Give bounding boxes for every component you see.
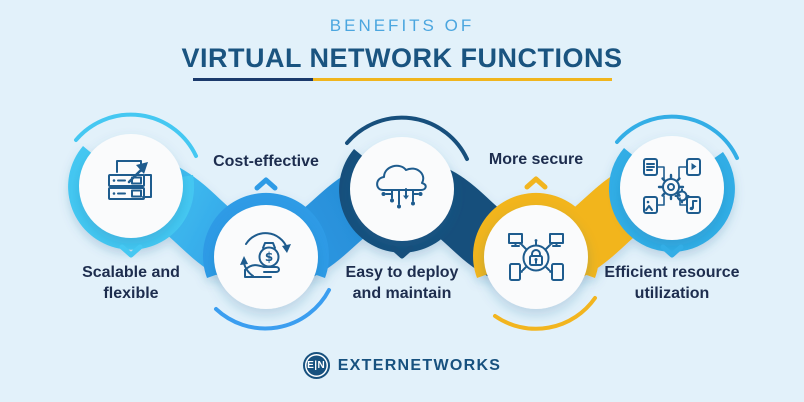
benefit-label-deploy: Easy to deploy and maintain (292, 262, 512, 304)
logo-wordmark: EXTERNETWORKS (337, 356, 502, 374)
arc-above-deploy (345, 115, 469, 161)
secure-network-icon (508, 233, 564, 281)
benefit-label-line: and maintain (352, 285, 452, 302)
dollar-sign: $ (265, 250, 273, 264)
arc-below-cost (214, 288, 331, 331)
benefit-label-line: Easy to deploy (345, 264, 459, 281)
chevron-down-icon (119, 244, 143, 258)
chevron-down-icon (390, 245, 414, 259)
logo: E|N EXTERNETWORKS (0, 352, 804, 379)
arc-above-scalable (74, 112, 198, 158)
title-eyebrow: BENEFITS OF (329, 16, 475, 35)
cloud-network-icon (376, 164, 427, 209)
benefit-label-secure: More secure (426, 149, 646, 170)
node-circle-cost (214, 205, 318, 309)
header: BENEFITS OF VIRTUAL NETWORK FUNCTIONS (0, 16, 804, 74)
decorative-arcs (74, 112, 739, 331)
page-title: VIRTUAL NETWORK FUNCTIONS (181, 43, 623, 73)
benefit-label-efficient: Efficient resource utilization (562, 262, 782, 304)
chevron-up-icon (254, 177, 278, 191)
money-cycle-icon: $ (240, 232, 291, 278)
benefit-label-scalable: Scalable and flexible (21, 262, 241, 304)
arc-above-efficient (615, 114, 739, 160)
logo-badge: E|N (302, 352, 330, 379)
benefit-label-line: flexible (103, 285, 159, 302)
server-scale-icon (108, 160, 152, 200)
benefit-label-line: Scalable and (82, 264, 180, 281)
benefit-label-line: More secure (488, 151, 584, 168)
chevron-up-icon (524, 176, 548, 190)
title-underline (193, 78, 612, 81)
benefit-label-line: Efficient resource (604, 264, 740, 281)
arc-below-secure (493, 296, 597, 331)
benefit-label-line: Cost-effective (213, 153, 319, 170)
benefit-label-line: utilization (634, 285, 710, 302)
resource-gears-icon (643, 158, 701, 214)
chevron-down-icon (660, 244, 684, 258)
title-underline-gold (313, 78, 612, 81)
benefit-label-cost: Cost-effective (156, 151, 376, 172)
title-underline-navy (193, 78, 313, 81)
chevrons (119, 176, 684, 259)
